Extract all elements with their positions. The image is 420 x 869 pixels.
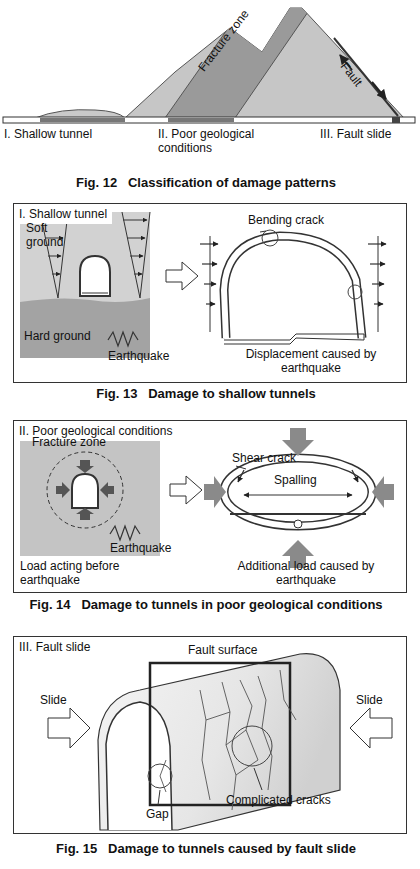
panel-heading: I. Shallow tunnel [14,204,112,224]
crack-label: Gap [146,808,169,822]
figure-caption: Fig. 13 Damage to shallow tunnels [0,387,416,402]
ground-label: Soft ground [26,222,66,250]
note-label: Load acting before earthquake [20,560,130,588]
crack-label: Shear crack [232,452,296,466]
load-label: Earthquake [108,350,169,364]
region-label: Fracture zone [32,436,106,450]
crack-label: Complicated cracks [226,794,331,808]
figure-caption: Fig. 15 Damage to tunnels caused by faul… [0,842,416,857]
fault-slide-figure [48,654,392,830]
crack-label: Bending crack [248,214,324,228]
fracture-zone-figure [20,428,394,568]
figure-panel: III. Fault slide [13,636,407,834]
surface-label: Fault surface [188,644,257,658]
panel-heading: III. Fault slide [14,637,95,657]
note-label: Displacement caused by earthquake [236,348,386,376]
pattern-label: III. Fault slide [320,128,391,142]
mountain-section [3,0,415,123]
pattern-label: II. Poor geological conditions [158,128,278,156]
pattern-label: I. Shallow tunnel [4,128,92,142]
ground-label: Hard ground [24,330,91,344]
note-label: Additional load caused by earthquake [236,560,376,588]
shallow-tunnel-figure [20,212,386,358]
figure-caption: Fig. 14 Damage to tunnels in poor geolog… [0,598,416,613]
crack-label: Spalling [274,474,317,488]
figure-caption: Fig. 12 Classification of damage pattern… [0,176,416,191]
load-label: Slide [356,694,383,708]
load-label: Earthquake [110,542,171,556]
load-label: Slide [40,694,67,708]
